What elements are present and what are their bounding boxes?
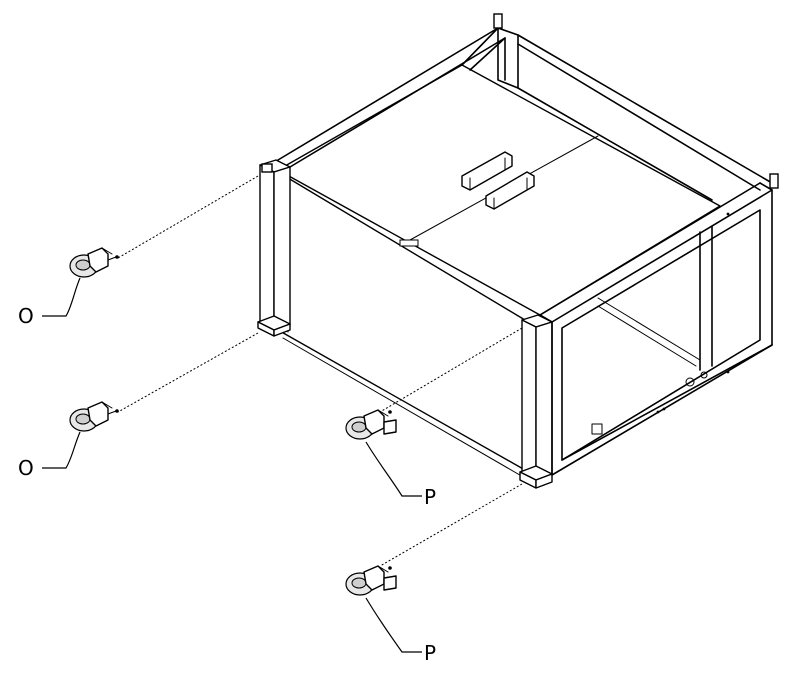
- caster-p-bottom: [345, 565, 397, 596]
- caster-p-top: [345, 409, 397, 440]
- leader-line: [365, 597, 422, 653]
- frame-tab: [591, 423, 603, 435]
- path-to-front-right-bottom: [379, 483, 523, 567]
- back-frame: [277, 13, 779, 201]
- path-to-front-right-top: [379, 327, 523, 413]
- handle-left: [461, 151, 513, 191]
- callout-p-top: P: [365, 441, 436, 509]
- panel-latch: [399, 239, 419, 247]
- foot-pad: [261, 163, 273, 173]
- leader-line: [42, 277, 81, 317]
- cabinet-frame: [257, 13, 779, 489]
- path-to-front-left-bottom: [117, 332, 259, 413]
- handle-right: [485, 171, 535, 210]
- swivel-caster-icon: [69, 401, 119, 432]
- brake-lever: [383, 419, 397, 435]
- brake-lever: [383, 575, 397, 591]
- front-left-post: [257, 159, 291, 337]
- callout-label: P: [424, 641, 436, 665]
- callout-o-bottom: O: [18, 431, 81, 480]
- locking-caster-icon: [345, 409, 397, 440]
- leader-line: [42, 431, 81, 469]
- caster-o-top: [69, 247, 119, 278]
- callout-label: O: [18, 456, 34, 480]
- front-right-post: [519, 314, 553, 489]
- callout-o-top: O: [18, 277, 81, 328]
- callout-label: P: [424, 485, 436, 509]
- swivel-caster-icon: [69, 247, 119, 278]
- side-panel-edge-bottom: [282, 337, 526, 479]
- right-end-frame: [539, 182, 773, 476]
- locking-caster-icon: [345, 565, 397, 596]
- callout-label: O: [18, 304, 34, 328]
- leader-line: [365, 441, 422, 497]
- insertion-paths: [117, 175, 523, 567]
- caster-o-bottom: [69, 401, 119, 432]
- callout-p-bottom: P: [365, 597, 436, 665]
- path-to-front-left-top: [117, 175, 259, 259]
